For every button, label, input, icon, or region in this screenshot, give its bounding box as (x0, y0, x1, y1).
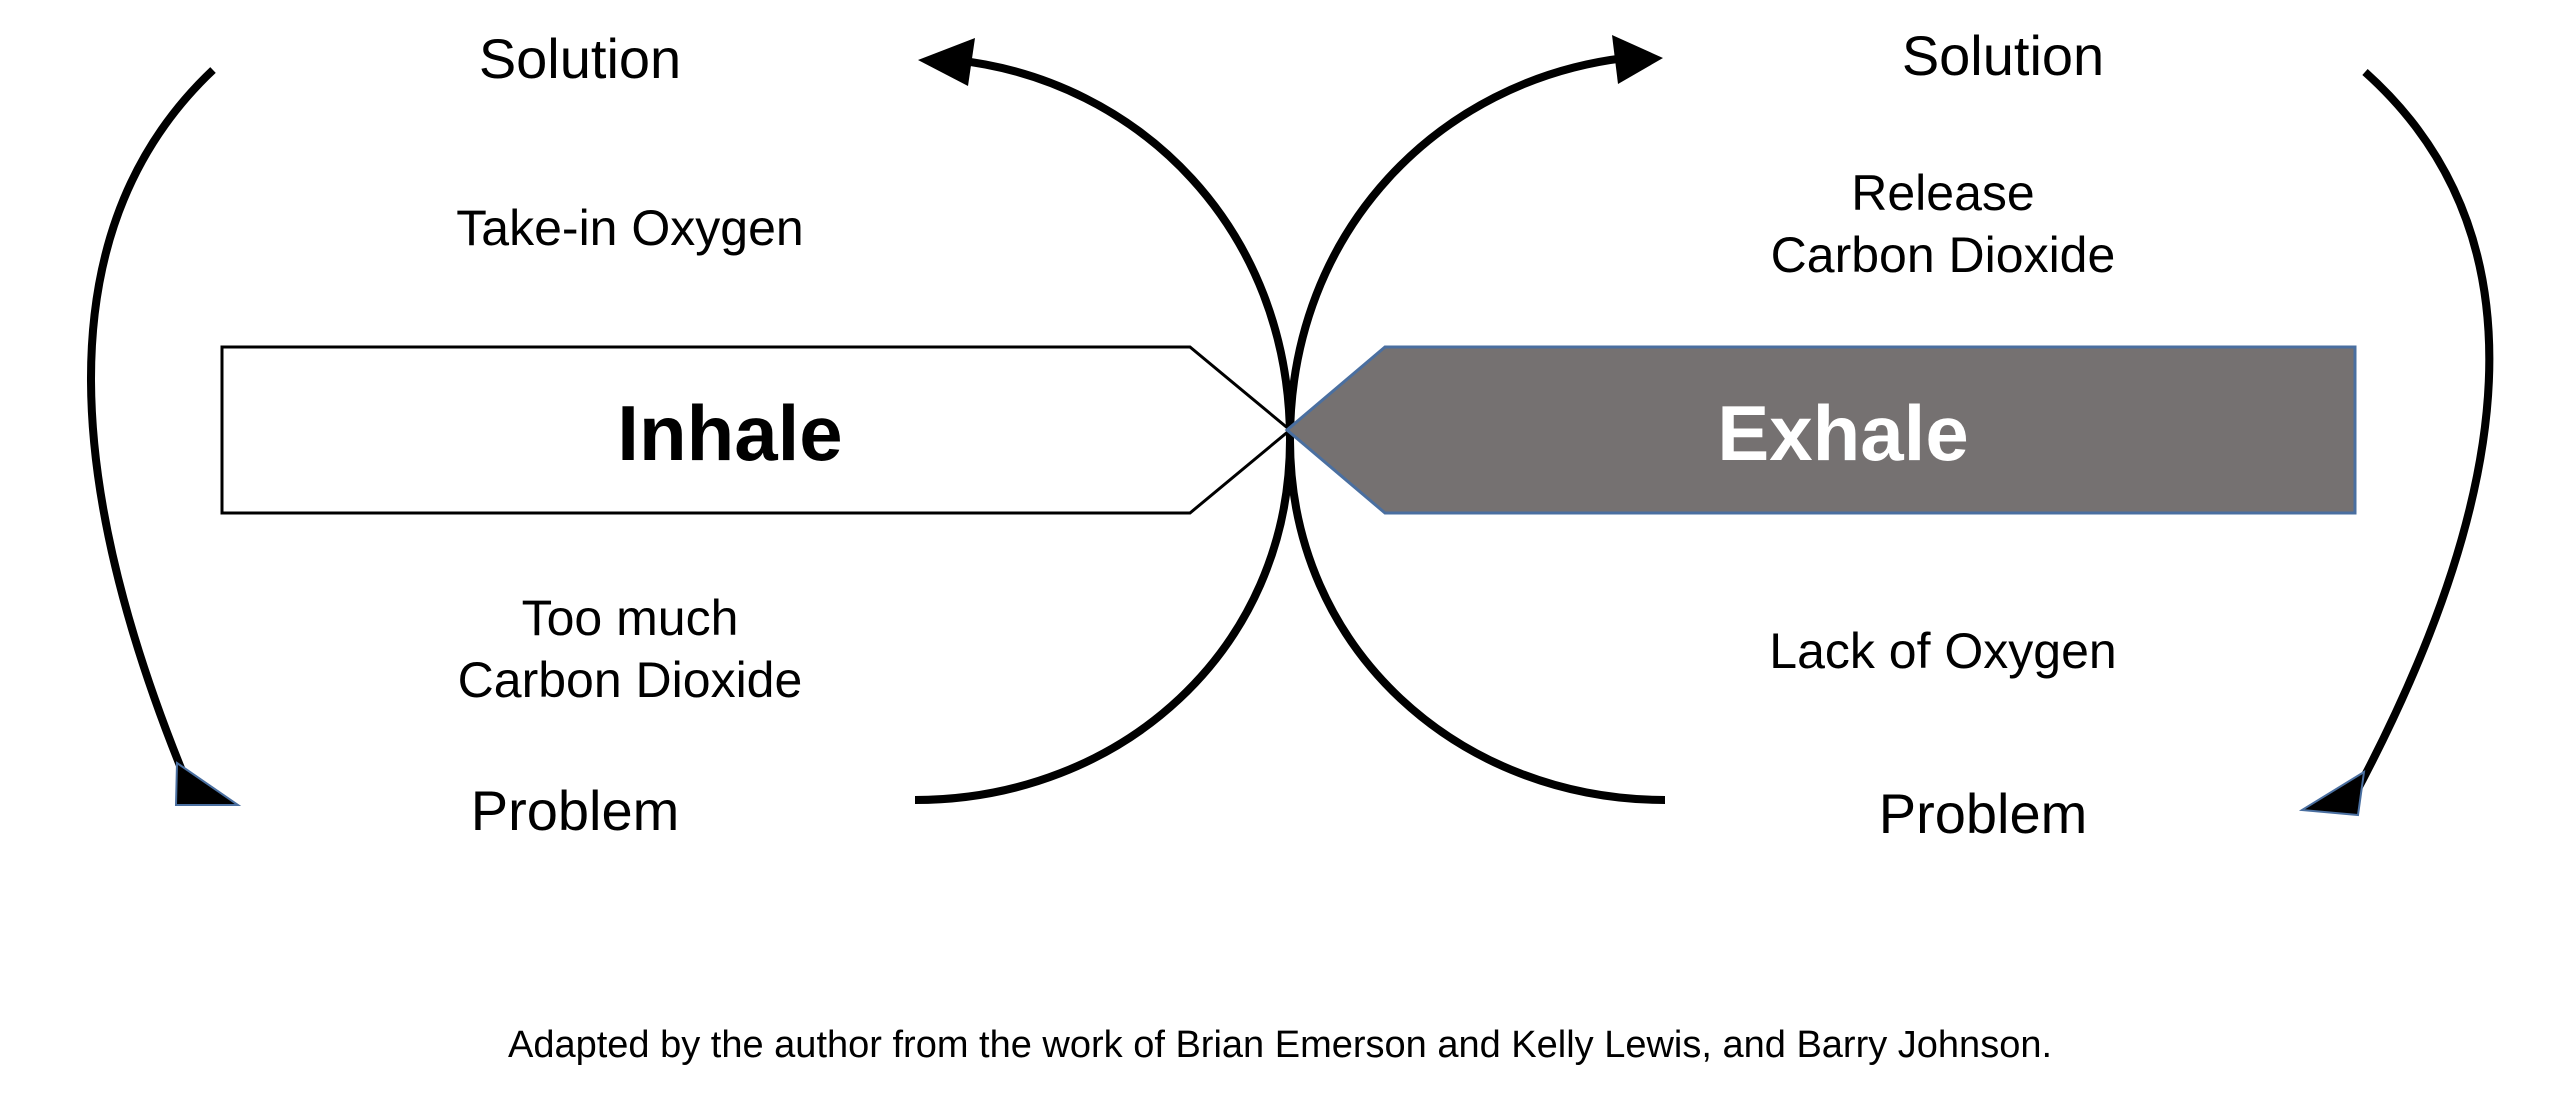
right-problem-label: Problem (1879, 782, 2088, 845)
left-solution-label: Solution (479, 27, 681, 90)
right-inner-arrowhead (1612, 35, 1663, 84)
left-outer-cycle-arrow (87, 67, 216, 797)
right-inner-cycle-arrow (1285, 54, 1666, 804)
right-problem-text: Lack of Oxygen (1769, 623, 2116, 679)
left-problem-text-line2: Carbon Dioxide (458, 652, 803, 708)
left-outer-arrowhead (174, 761, 242, 806)
left-solution-text: Take-in Oxygen (456, 200, 803, 256)
right-solution-text-line1: Release (1851, 165, 2034, 221)
left-inner-arrowhead (918, 38, 975, 86)
right-outer-cycle-arrow (2348, 69, 2494, 802)
right-outer-arrowhead (2298, 770, 2366, 817)
right-solution-label: Solution (1902, 24, 2104, 87)
left-problem-label: Problem (471, 779, 680, 842)
inhale-arrow-shape (220, 345, 1293, 515)
left-problem-text-line1: Too much (522, 590, 739, 646)
inhale-label: Inhale (617, 389, 842, 477)
exhale-label: Exhale (1717, 389, 1968, 477)
exhale-arrow-shape (1284, 345, 2357, 515)
attribution-caption: Adapted by the author from the work of B… (508, 1024, 2052, 1066)
right-solution-text-line2: Carbon Dioxide (1771, 227, 2116, 283)
